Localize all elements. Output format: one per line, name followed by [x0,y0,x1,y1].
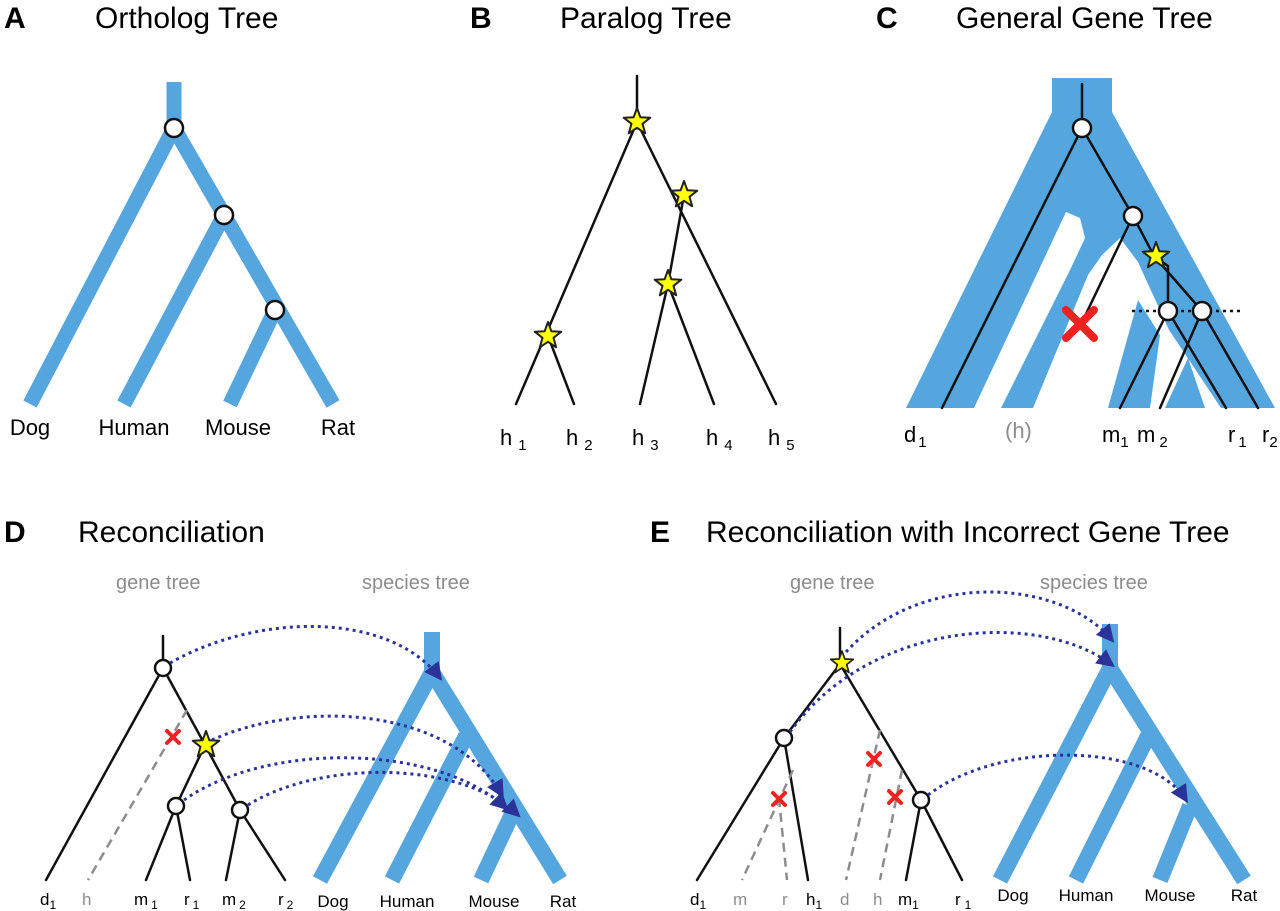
gene-leaf-h-lost: h [82,890,91,909]
species-tree-a [23,82,340,408]
gene-leaf-d1: d1 [40,890,56,911]
panel-a-title: Ortholog Tree [95,2,278,35]
species-leaf-human: Human [380,892,435,911]
speciation-node [166,796,186,816]
species-tree-e [992,624,1251,885]
panel-c-label: C [876,2,898,35]
duplication-star-icon [191,730,221,758]
gene-leaf-h1: h1 [806,890,822,911]
gene-leaf-m1: m1 [898,890,919,911]
duplication-star-icon [622,107,652,135]
species-tree-d [312,632,567,885]
species-leaf-dog: Dog [317,892,348,911]
speciation-node [1191,300,1213,322]
duplication-star-icon [533,321,563,349]
duplication-star-icon [653,269,683,297]
leaf-label-human: Human [99,415,170,440]
speciation-node [230,800,250,820]
panel-e: E Reconciliation with Incorrect Gene Tre… [650,516,1257,911]
leaf-label-dog: Dog [10,415,50,440]
panel-d-label: D [4,516,26,549]
species-leaf-mouse: Mouse [1144,886,1195,905]
leaf-label-m1: m1 [1102,422,1129,451]
panel-e-title: Reconciliation with Incorrect Gene Tree [706,516,1230,549]
panel-b-title: Paralog Tree [560,2,732,35]
speciation-node [213,204,235,226]
species-leaf-mouse: Mouse [468,892,519,911]
leaf-label-h-lost: (h) [1005,418,1032,443]
panel-a: A Ortholog Tree Dog Human Mouse Rat [4,2,355,440]
species-leaf-human: Human [1059,886,1114,905]
panel-a-label: A [4,2,26,35]
species-tree-header: species tree [362,572,470,594]
gene-loss-icon [887,789,903,805]
duplication-star-icon [669,180,699,208]
gene-loss-icon [1062,306,1098,342]
mapping-arrows-d [169,625,521,818]
speciation-node [163,117,185,139]
leaf-label-mouse: Mouse [205,415,271,440]
speciation-node [911,790,931,810]
speciation-node [153,658,173,678]
species-leaf-rat: Rat [550,892,577,911]
gene-loss-icon [165,729,181,745]
speciation-node [1071,117,1093,139]
speciation-node [1122,205,1144,227]
panel-e-label: E [650,516,670,549]
gene-leaf-d-lost: d [840,890,849,909]
gene-tree-e [695,626,964,882]
paralog-tree [514,74,778,406]
gene-leaf-m-lost: m [733,890,747,909]
panel-c: C General Gene Tree [876,2,1278,451]
species-leaf-rat: Rat [1231,886,1258,905]
gene-leaf-r-lost: r [782,890,788,909]
panel-d: D Reconciliation gene tree species tree [4,516,576,911]
leaf-label-r2: r2 [1262,422,1278,451]
speciation-node [264,299,286,321]
gene-loss-icon [866,751,882,767]
leaf-label-rat: Rat [321,415,355,440]
speciation-node [1157,300,1179,322]
speciation-node [774,728,794,748]
panel-c-title: General Gene Tree [956,2,1213,35]
gene-leaf-h-lost: h [873,890,882,909]
species-tree-c [906,78,1275,408]
mapping-arrows-e [788,590,1188,804]
panel-b-label: B [470,2,492,35]
species-leaf-dog: Dog [997,886,1028,905]
gene-leaf-d1: d1 [690,890,706,911]
panel-d-title: Reconciliation [78,516,265,549]
gene-loss-icon [771,791,787,807]
gene-tree-header: gene tree [116,572,201,594]
gene-tree-header: gene tree [790,572,875,594]
species-tree-header: species tree [1040,572,1148,594]
